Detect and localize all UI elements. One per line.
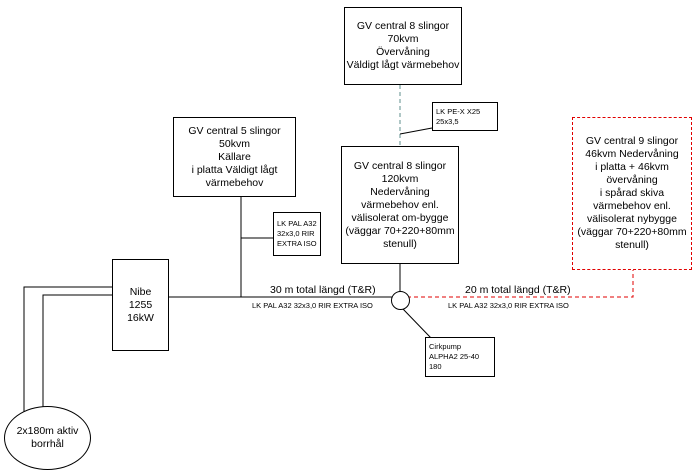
box-line: GV central 9 slingor xyxy=(585,135,679,147)
box-line: 2x180m aktiv xyxy=(16,425,79,437)
box-line: värmebehov enl. xyxy=(361,198,439,211)
box-line: stenull) xyxy=(383,237,417,250)
box-line: välisolerat nybygge xyxy=(587,213,677,225)
borehole-symbol: 2x180m aktiv borrhål xyxy=(4,406,91,470)
lk-pex-connector xyxy=(399,127,433,135)
box-line: LK PE-X X25 xyxy=(436,106,481,116)
basement-central-box: GV central 5 slingor 50kvm Källare i pla… xyxy=(173,117,296,197)
left-pipe-spec-label: LK PAL A32 32x3,0 RIR EXTRA ISO xyxy=(252,301,373,310)
box-line: 16kW xyxy=(127,311,154,324)
box-line: borrhål xyxy=(31,438,64,450)
box-line: Nedervåning xyxy=(370,185,430,198)
circulation-pump-label-box: Cirkpump ALPHA2 25-40 180 xyxy=(425,337,495,377)
box-line: Övervåning xyxy=(376,46,430,58)
box-line: i platta + 46kvm xyxy=(595,161,669,173)
lower-floor-central-box: GV central 8 slingor 120kvm Nedervåning … xyxy=(341,146,459,264)
box-line: 25x3,5 xyxy=(436,116,459,126)
new-build-central-box: GV central 9 slingor 46kvm Nedervåning i… xyxy=(572,117,692,270)
box-line: 1255 xyxy=(128,298,153,311)
box-line: 50kvm xyxy=(219,137,250,150)
box-line: EXTRA ISO xyxy=(277,239,317,248)
box-line: 70kvm xyxy=(387,33,419,45)
left-pipe-length-label: 30 m total längd (T&R) xyxy=(270,284,376,296)
box-line: LK PAL A32 xyxy=(277,219,317,228)
right-pipe-dashed xyxy=(400,270,634,298)
box-line: övervåning xyxy=(606,174,658,186)
borehole-pipe-inner xyxy=(42,294,112,412)
box-line: GV central 8 slingor xyxy=(356,20,450,32)
box-line: välisolerat om-bygge xyxy=(351,211,449,224)
borehole-pipe-outer xyxy=(23,286,112,412)
box-line: 180 xyxy=(429,362,442,371)
box-line: stenull) xyxy=(615,239,649,251)
heat-pump-box: Nibe 1255 16kW xyxy=(112,259,169,351)
box-line: (väggar 70+220+80mm xyxy=(345,224,455,237)
box-line: GV central 5 slingor xyxy=(188,124,281,137)
pump-connector xyxy=(402,308,432,339)
box-line: i spårad skiva xyxy=(599,187,665,199)
right-pipe-spec-label: LK PAL A32 32x3,0 RIR EXTRA ISO xyxy=(448,301,569,310)
upper-floor-central-box: GV central 8 slingor 70kvm Övervåning Vä… xyxy=(344,7,462,85)
box-line: Väldigt lågt värmebehov xyxy=(346,59,460,71)
box-line: 120kvm xyxy=(381,172,419,185)
box-line: värmebehov enl. xyxy=(593,200,671,212)
box-line: 46kvm Nedervåning xyxy=(585,148,679,160)
right-pipe-length-label: 20 m total längd (T&R) xyxy=(465,284,571,296)
box-line: (väggar 70+220+80mm xyxy=(577,226,687,238)
circulation-pump-symbol xyxy=(391,291,410,310)
box-line: ALPHA2 25-40 xyxy=(429,352,480,361)
lk-pal-label-box: LK PAL A32 32x3,0 RIR EXTRA ISO xyxy=(273,212,321,256)
box-line: Cirkpump xyxy=(429,342,462,351)
box-line: 32x3,0 RIR xyxy=(277,229,315,238)
box-line: i platta Väldigt lågt xyxy=(191,163,278,176)
box-line: Nibe xyxy=(129,285,152,298)
box-line: Källare xyxy=(218,150,251,163)
box-line: GV central 8 slingor xyxy=(353,159,447,172)
box-line: värmebehov xyxy=(205,176,264,189)
lk-pex-label-box: LK PE-X X25 25x3,5 xyxy=(432,102,498,131)
